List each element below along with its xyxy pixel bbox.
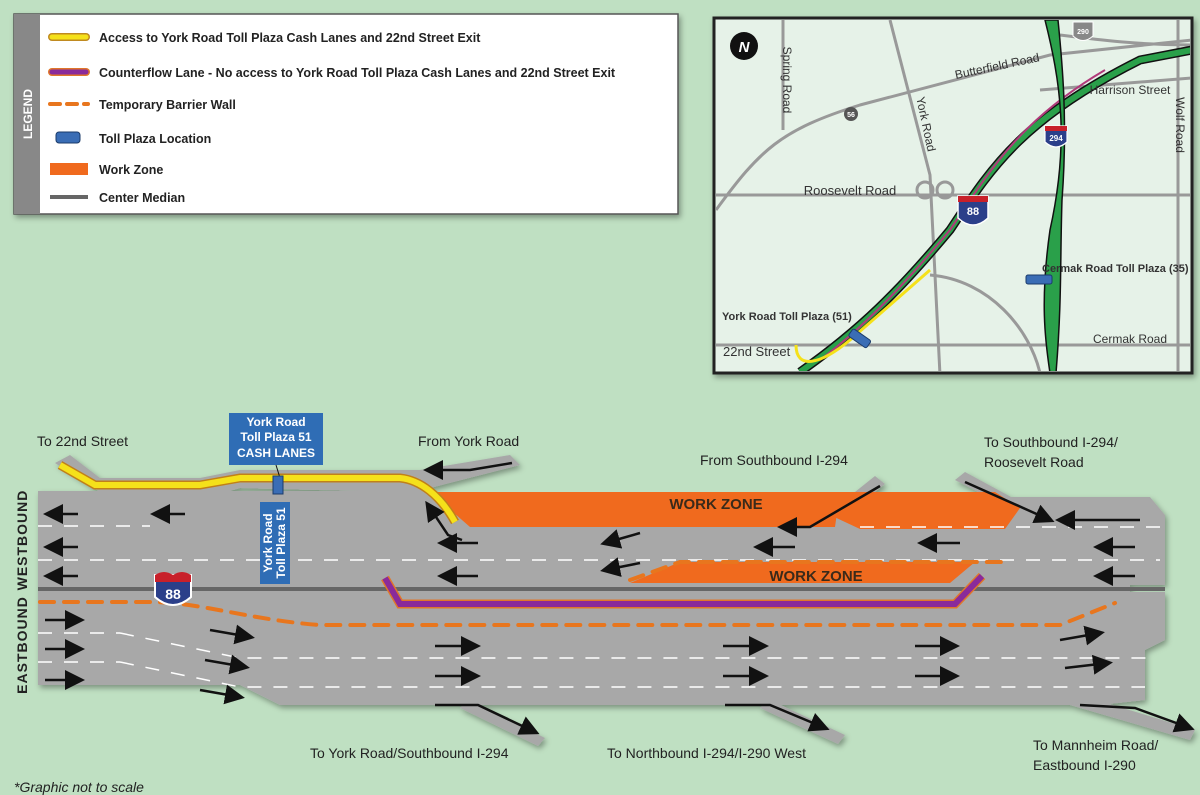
traffic-arrows [43, 460, 1195, 735]
label-to-sb-i294: To Southbound I-294/ [984, 434, 1118, 450]
work-zone-label: WORK ZONE [669, 496, 762, 513]
north-arrow-icon [730, 32, 758, 60]
toll-plaza-icon [272, 475, 284, 495]
svg-text:88: 88 [967, 206, 979, 218]
toll-plaza-sign: York Road Toll Plaza 51 CASH LANES [229, 413, 323, 495]
road-label: Spring Road [780, 47, 794, 114]
legend-label: Center Median [99, 191, 185, 205]
toll-plaza-label: York Road Toll Plaza (51) [722, 311, 852, 323]
route-56-shield-icon [844, 107, 858, 121]
label-to-22nd-street: To 22nd Street [37, 433, 128, 449]
svg-text:York Road: York Road [246, 415, 305, 429]
work-zone-2 [630, 562, 975, 583]
toll-plaza-vertical-sign: York Road Toll Plaza 51 [260, 502, 290, 584]
legend-label: Access to York Road Toll Plaza Cash Lane… [99, 31, 481, 45]
road-label: Roosevelt Road [804, 183, 897, 198]
svg-text:88: 88 [165, 586, 181, 602]
toll-plaza-label: Cermak Road Toll Plaza (35) [1042, 263, 1189, 275]
north-label: N [739, 39, 751, 56]
svg-text:CASH LANES: CASH LANES [237, 446, 315, 460]
legend-label: Work Zone [99, 163, 163, 177]
temporary-barrier-wall [628, 560, 1012, 582]
label-eastbound-i290: Eastbound I-290 [1033, 757, 1136, 773]
i88-shield-icon: 88 [957, 195, 989, 226]
legend: LEGEND Access to York Road Toll Plaza Ca… [13, 13, 679, 215]
legend-item-barrier: Temporary Barrier Wall [48, 98, 236, 112]
label-to-york-road: To York Road/Southbound I-294 [310, 745, 509, 761]
inset-map: N Spring Road Butterfield Road York Road… [712, 16, 1194, 375]
legend-item-toll-plaza: Toll Plaza Location [55, 131, 211, 146]
label-to-nb-i294: To Northbound I-294/I-290 West [607, 745, 806, 761]
svg-text:294: 294 [1049, 134, 1063, 143]
road-label: Harrison Street [1090, 83, 1171, 97]
road-label: Wolf Road [1173, 97, 1187, 153]
legend-title: LEGEND [21, 89, 35, 139]
work-zone-1b [830, 492, 1020, 529]
legend-item-median: Center Median [50, 191, 185, 205]
i290-shield-icon: 290 [1072, 21, 1094, 41]
toll-plaza-icon [848, 328, 872, 349]
label-from-sb-i294: From Southbound I-294 [700, 452, 848, 468]
eastbound-label: EASTBOUND [14, 596, 30, 694]
label-to-mannheim-road: To Mannheim Road/ [1033, 737, 1158, 753]
legend-label: Temporary Barrier Wall [99, 98, 236, 112]
svg-text:Toll Plaza 51: Toll Plaza 51 [240, 430, 311, 444]
svg-text:York Road: York Road [261, 513, 275, 572]
work-zone-label: WORK ZONE [769, 568, 862, 585]
westbound-label: WESTBOUND [14, 490, 30, 591]
route-56-label: 56 [847, 112, 855, 119]
label-from-york-road: From York Road [418, 433, 519, 449]
road-label: 22nd Street [723, 344, 791, 359]
legend-item-work-zone: Work Zone [50, 163, 163, 177]
legend-item-counterflow: Counterflow Lane - No access to York Roa… [48, 66, 616, 80]
svg-text:290: 290 [1077, 29, 1089, 36]
work-zone-1 [430, 492, 840, 527]
i88-shield-icon: 88 [154, 572, 192, 606]
svg-text:Toll Plaza 51: Toll Plaza 51 [274, 507, 288, 578]
lane-markings [38, 525, 1160, 688]
legend-item-access: Access to York Road Toll Plaza Cash Lane… [48, 31, 481, 45]
toll-plaza-icon [1025, 274, 1053, 285]
road-label: Cermak Road [1093, 332, 1167, 346]
footnote: *Graphic not to scale [14, 779, 144, 795]
legend-label: Toll Plaza Location [99, 132, 211, 146]
i294-shield-icon: 294 [1044, 125, 1068, 148]
legend-label: Counterflow Lane - No access to York Roa… [99, 66, 616, 80]
label-roosevelt-road: Roosevelt Road [984, 454, 1084, 470]
